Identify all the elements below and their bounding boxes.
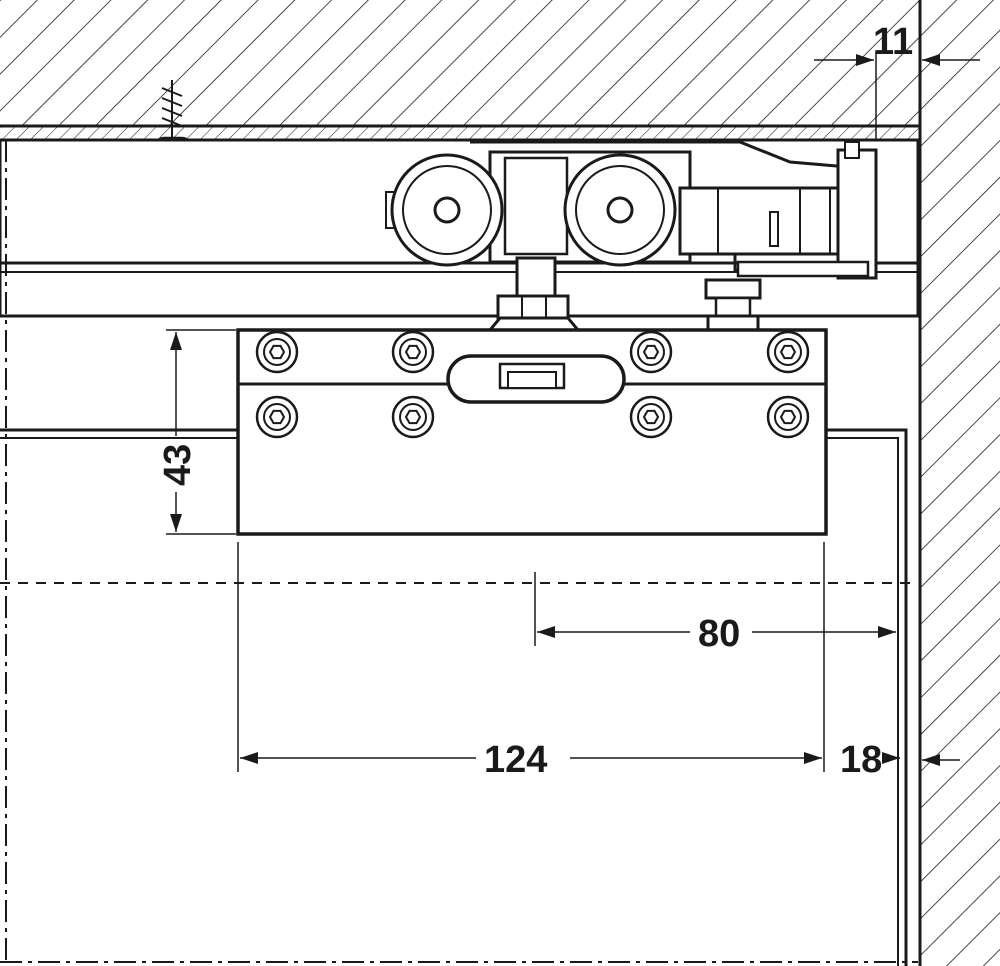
dim-label-11: 11 (873, 21, 913, 63)
screw-hole (255, 395, 299, 439)
mounting-plate (236, 328, 828, 536)
wheel-right (563, 153, 677, 267)
dimension-80: 80 (534, 572, 896, 655)
screw-holes (255, 330, 810, 439)
screw-hole (391, 395, 435, 439)
screw-hole (629, 395, 673, 439)
dimension-18: 18 (840, 739, 960, 781)
dim-label-124: 124 (484, 739, 547, 781)
dim-label-43: 43 (157, 444, 199, 486)
dim-label-18: 18 (840, 739, 882, 781)
door-leaf (0, 428, 908, 966)
dimension-124: 124 (237, 542, 825, 781)
screw-hole (766, 395, 810, 439)
wheel-left (385, 153, 504, 267)
hidden-lines (0, 140, 918, 966)
dimension-43: 43 (157, 329, 236, 535)
dim-label-80: 80 (698, 613, 740, 655)
side-wall (918, 0, 1000, 966)
screw-hole (255, 330, 299, 374)
screw-hole (391, 330, 435, 374)
dimension-11: 11 (814, 21, 980, 140)
adjust-bolt (704, 278, 762, 332)
screw-hole (629, 330, 673, 374)
screw-hole (766, 330, 810, 374)
ceiling (0, 0, 920, 142)
